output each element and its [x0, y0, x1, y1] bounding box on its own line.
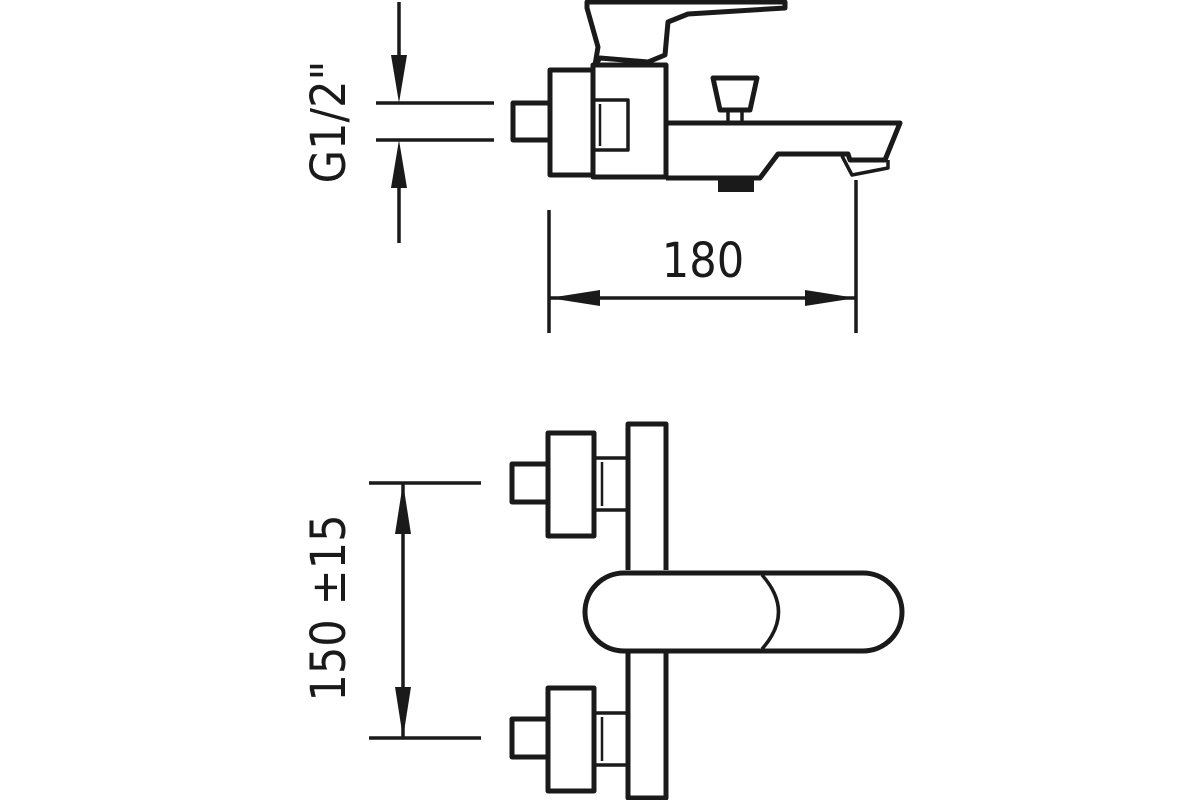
depth-dimension-label: 180 [662, 233, 744, 289]
front-lever-handle [582, 570, 905, 654]
thread-dimension-label: G1/2" [301, 61, 357, 184]
spacing-arrow-down [395, 687, 411, 738]
depth-dimension: 180 [547, 180, 858, 333]
spacing-dimension-label: 150 ±15 [301, 514, 357, 701]
spacing-dimension: 150 ±15 [301, 481, 481, 740]
front-lower-eccentric [592, 711, 630, 767]
side-spout [666, 120, 903, 181]
side-aerator [718, 178, 754, 192]
side-diverter-knob [710, 75, 760, 113]
front-mixer-body [625, 421, 669, 800]
side-wall-flange [547, 67, 596, 178]
side-inlet-nut [510, 100, 553, 143]
front-lower-inlet-nut [509, 716, 551, 760]
front-view [509, 421, 905, 800]
side-lever-handle [584, 0, 788, 68]
thread-arrow-up [391, 140, 407, 188]
front-lower-flange [545, 685, 597, 794]
depth-arrow-right [805, 290, 856, 306]
front-lever-join [760, 573, 781, 651]
side-flange-recess [593, 98, 630, 152]
side-view [510, 0, 903, 192]
side-spout-tip [840, 155, 890, 177]
depth-arrow-left [549, 290, 600, 306]
spacing-arrow-up [395, 483, 411, 534]
front-upper-flange [545, 430, 597, 539]
thread-arrow-down [391, 55, 407, 103]
thread-dimension: G1/2" [301, 2, 494, 243]
front-upper-inlet-nut [509, 461, 551, 505]
front-upper-eccentric [592, 456, 630, 512]
